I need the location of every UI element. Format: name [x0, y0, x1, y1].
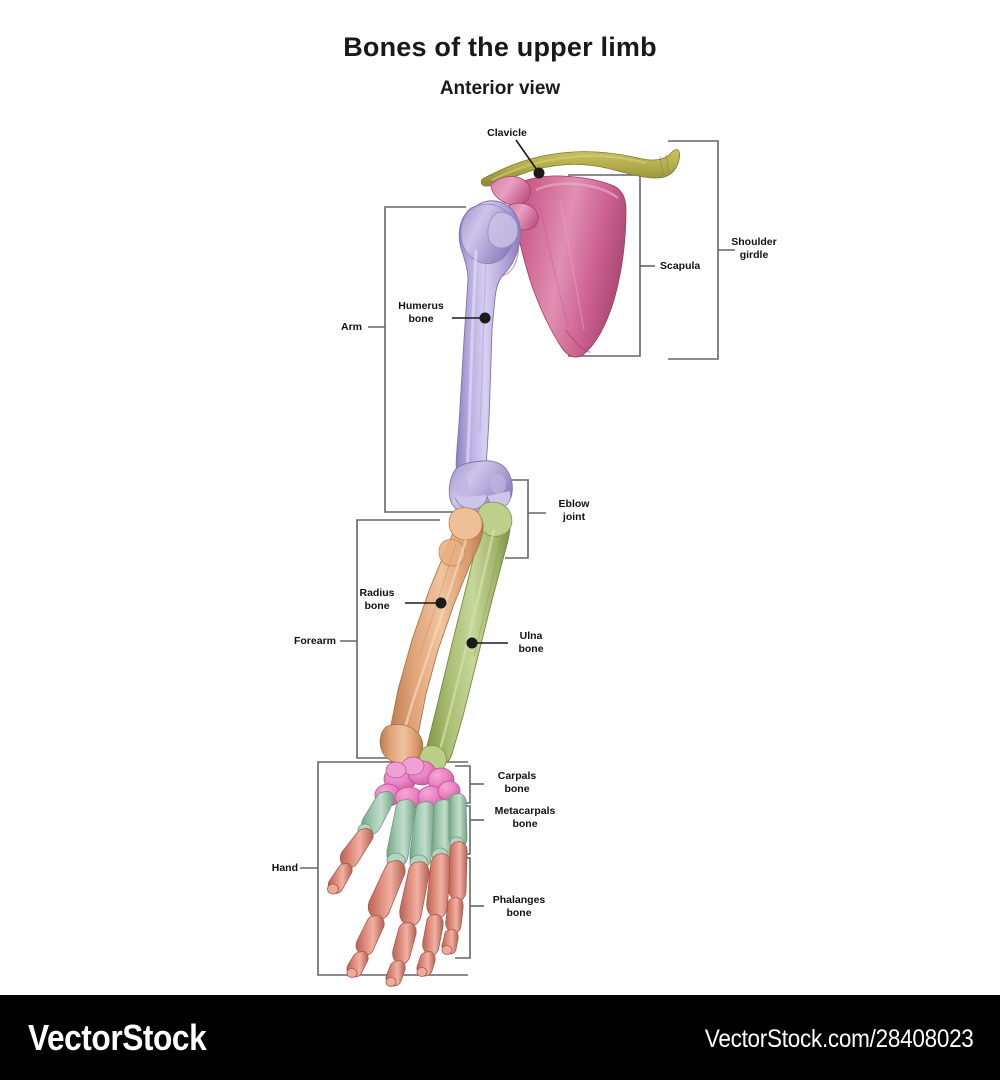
- label-ulna-bone: Ulna bone: [518, 630, 544, 655]
- leader-dot-clavicle: [533, 167, 545, 179]
- illustration-canvas: Bones of the upper limb Anterior view: [271, 32, 777, 987]
- leader-dot-humerus: [479, 312, 491, 324]
- bone-phalanges: [327, 828, 468, 987]
- vectorstock-brand: VectorStock: [28, 1017, 207, 1058]
- label-scapula: Scapula: [660, 260, 701, 272]
- bone-radius: [379, 507, 484, 764]
- bone-scapula: [490, 175, 627, 358]
- leader-dot-ulna: [466, 637, 478, 649]
- bracket-arm: [384, 206, 466, 513]
- label-metacarpals-bone: Metacarpals bone: [494, 805, 556, 830]
- upper-limb-diagram: [300, 139, 735, 987]
- page-subtitle: Anterior view: [439, 78, 561, 99]
- label-hand: Hand: [271, 862, 298, 874]
- leader-line-group: [405, 139, 545, 649]
- label-humerus-bone: Humerus bone: [398, 300, 444, 325]
- bracket-shoulder-girdle: [668, 140, 719, 360]
- label-forearm: Forearm: [293, 635, 336, 647]
- label-carpals-bone: Carpals bone: [497, 770, 537, 795]
- bone-humerus: [448, 200, 521, 516]
- label-shoulder-girdle: Shoulder girdle: [731, 236, 777, 261]
- label-radius-bone: Radius bone: [359, 587, 395, 612]
- label-arm: Arm: [340, 321, 362, 333]
- bracket-elbow-joint: [505, 479, 529, 559]
- watermark-footer: VectorStock VectorStock.com/28408023: [0, 995, 1000, 1080]
- page-title: Bones of the upper limb: [343, 32, 657, 62]
- leader-dot-radius: [435, 597, 447, 609]
- label-clavicle: Clavicle: [487, 127, 527, 139]
- vectorstock-url: VectorStock.com/28408023: [705, 1025, 974, 1053]
- label-elbow-joint: Eblow joint: [558, 498, 590, 523]
- label-phalanges-bone: Phalanges bone: [492, 894, 546, 919]
